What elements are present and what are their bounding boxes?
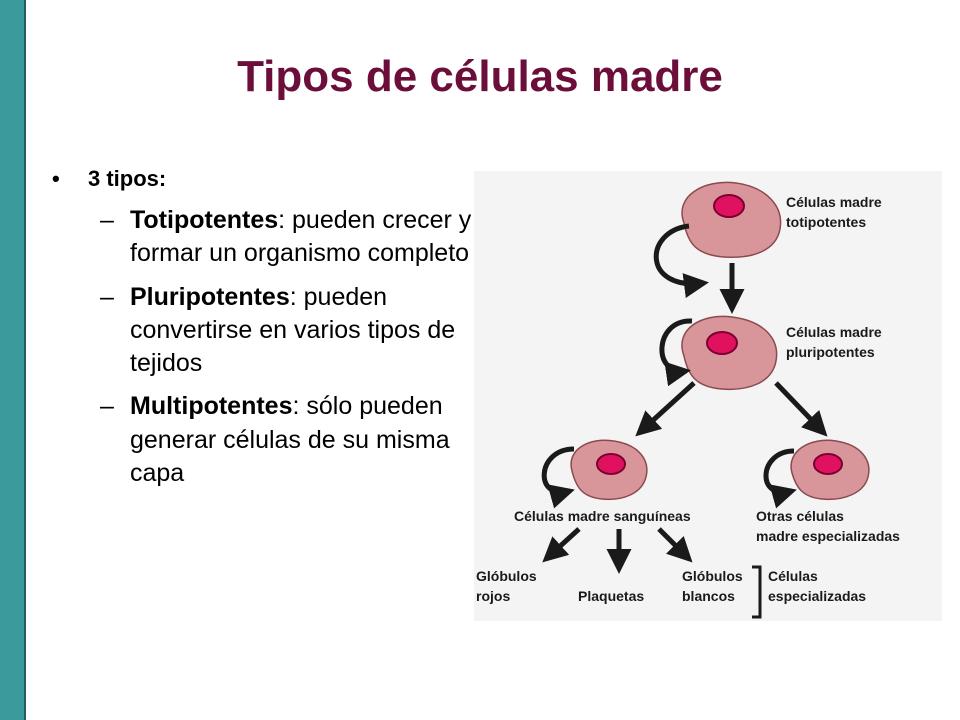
self-renewal-arrow (763, 448, 797, 509)
sub-bullet-totipotentes: – Totipotentes: pueden crecer y formar u… (100, 204, 472, 271)
arrow-down-right (657, 527, 693, 563)
label-pluripotentes-1: Células madre (786, 324, 882, 340)
bullet-list: • 3 tipos: – Totipotentes: pueden crecer… (52, 166, 472, 500)
nucleus (596, 453, 626, 475)
label-totipotentes-2: totipotentes (786, 214, 866, 230)
stem-cell-diagram-svg: Células madre totipotentes Células madre… (474, 171, 942, 621)
nucleus (713, 194, 745, 218)
term-multipotentes: Multipotentes (130, 392, 293, 421)
nucleus (706, 331, 738, 355)
label-totipotentes-1: Células madre (786, 194, 882, 210)
label-otras-1: Otras células (756, 508, 844, 524)
nucleus (813, 453, 843, 475)
label-otras-2: madre especializadas (756, 528, 900, 544)
sub-bullet-pluripotentes: – Pluripotentes: pueden convertirse en v… (100, 281, 472, 381)
bracket (752, 565, 762, 619)
stem-cell-diagram: Células madre totipotentes Células madre… (474, 171, 942, 621)
sub-bullet-multipotentes: – Multipotentes: sólo pueden generar cél… (100, 390, 472, 490)
sub-bullet-dash: – (100, 282, 114, 311)
sub-bullet-dash: – (100, 392, 114, 421)
term-totipotentes: Totipotentes (130, 206, 279, 234)
cell-other-specialized (790, 439, 870, 501)
cell-blood-stem (570, 439, 648, 501)
bullet-main-text: 3 tipos: (88, 166, 167, 191)
slide-title: Tipos de células madre (237, 52, 723, 101)
bullet-dot: • (52, 166, 60, 191)
side-accent-bar (0, 0, 26, 720)
desc-totipotentes: : pueden crecer y formar un organismo co… (130, 206, 472, 268)
label-globulos-blancos-2: blancos (682, 588, 735, 604)
label-globulos-rojos-1: Glóbulos (476, 568, 537, 584)
label-plaquetas: Plaquetas (578, 588, 644, 604)
term-pluripotentes: Pluripotentes (130, 282, 290, 311)
label-pluripotentes-2: pluripotentes (786, 344, 875, 360)
bullet-main: • 3 tipos: (52, 166, 472, 192)
arrow-down-left (542, 527, 581, 563)
label-sanguineas: Células madre sanguíneas (514, 508, 691, 524)
sub-bullet-dash: – (100, 206, 114, 234)
arrow-down-right (774, 381, 828, 437)
label-globulos-rojos-2: rojos (476, 588, 510, 604)
desc-multipotentes: : sólo pueden generar células de su mism… (130, 392, 450, 487)
label-especializadas-2: especializadas (768, 588, 866, 604)
arrow-down-left (635, 381, 696, 437)
label-especializadas-1: Células (768, 568, 818, 584)
cell-pluripotent (681, 315, 778, 391)
cell-totipotent (681, 181, 782, 259)
self-renewal-arrow (659, 318, 693, 387)
self-renewal-arrow (653, 223, 709, 298)
self-renewal-arrow (541, 446, 575, 509)
desc-pluripotentes: : pueden convertirse en varios tipos de … (130, 282, 456, 378)
label-globulos-blancos-1: Glóbulos (682, 568, 743, 584)
